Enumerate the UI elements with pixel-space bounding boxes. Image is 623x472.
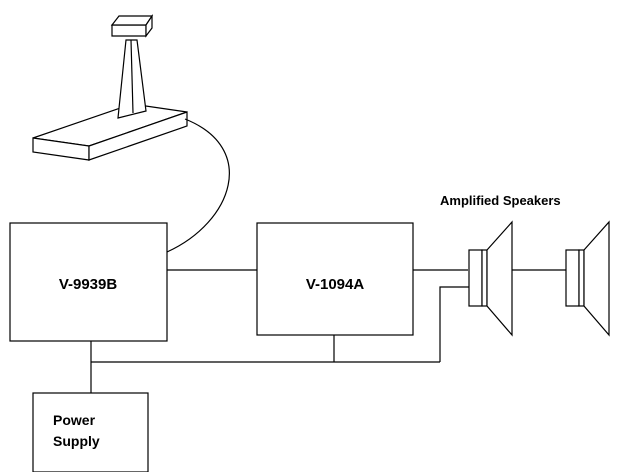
speaker-icon (468, 220, 513, 337)
v9939b-label: V-9939B (59, 276, 118, 293)
microphone-stand-icon (110, 14, 154, 119)
v9939b-box (9, 222, 168, 342)
power-supply-box (32, 392, 149, 472)
microphone-cable (166, 118, 230, 253)
power-bus-lines (90, 286, 469, 393)
v1094a-label: V-1094A (306, 276, 365, 293)
v1094a-box (256, 222, 414, 336)
amplified-speakers-label: Amplified Speakers (440, 193, 561, 208)
power-supply-label-line2: Supply (53, 433, 100, 449)
microphone-base (32, 103, 188, 161)
speaker-icon (565, 220, 610, 337)
power-supply-label-line1: Power (53, 412, 96, 428)
